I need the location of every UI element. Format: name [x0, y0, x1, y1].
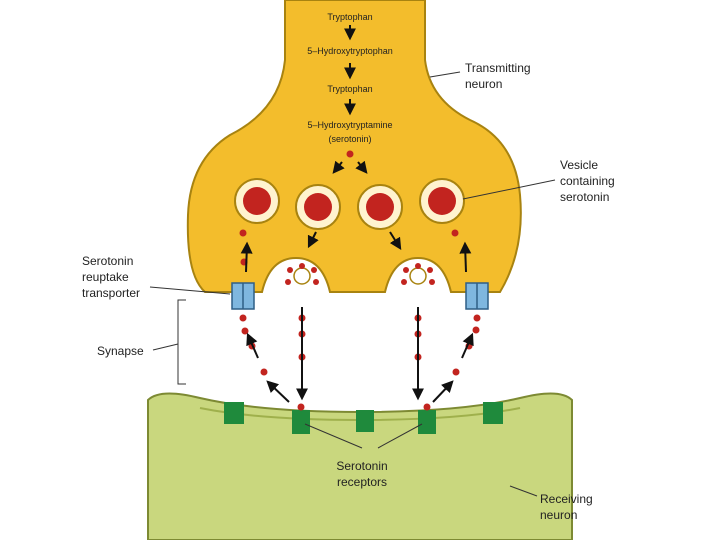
reuptake-transporter-left	[231, 282, 255, 310]
reuptake-label-line1: Serotonin	[82, 254, 133, 268]
pathway-step-1: Tryptophan	[327, 12, 372, 22]
serotonin-receptor-1	[224, 402, 244, 424]
flow-arrows	[240, 25, 474, 403]
pathway-step-4-line2: (serotonin)	[328, 134, 371, 144]
serotonin-receptor-4	[418, 410, 436, 434]
vesicle-2	[295, 184, 341, 230]
receptors-label-line2: receptors	[337, 475, 387, 489]
vesicle-3	[357, 184, 403, 230]
reuptake-transporter-right	[465, 282, 489, 310]
vesicle-label-line1: Vesicle	[560, 158, 598, 172]
receiving-neuron-label-line2: neuron	[540, 508, 577, 522]
vesicle-4	[419, 178, 465, 224]
transmitting-neuron-label-line2: neuron	[465, 77, 502, 91]
reuptake-label-line2: reuptake	[82, 270, 129, 284]
fusing-vesicle-left	[285, 263, 319, 285]
pathway-step-3: Tryptophan	[327, 84, 372, 94]
pathway-step-2: 5–Hydroxytryptophan	[307, 46, 393, 56]
synapse-label: Synapse	[97, 344, 144, 358]
leader-lines	[149, 71, 556, 497]
reuptake-label-line3: transporter	[82, 286, 140, 300]
transmitting-neuron	[186, 0, 522, 293]
receiving-neuron-label-line1: Receiving	[540, 492, 593, 506]
fusing-vesicle-right	[401, 263, 435, 285]
pathway-step-4-line1: 5–Hydroxytryptamine	[307, 120, 392, 130]
receptors-label-line1: Serotonin	[336, 459, 387, 473]
vesicle-label-line2: containing	[560, 174, 615, 188]
serotonin-receptor-2	[292, 410, 310, 434]
vesicle-label-line3: serotonin	[560, 190, 609, 204]
transmitting-neuron-label-line1: Transmitting	[465, 61, 531, 75]
serotonin-receptor-3	[356, 410, 374, 432]
serotonin-receptor-5	[483, 402, 503, 424]
vesicle-1	[234, 178, 280, 224]
